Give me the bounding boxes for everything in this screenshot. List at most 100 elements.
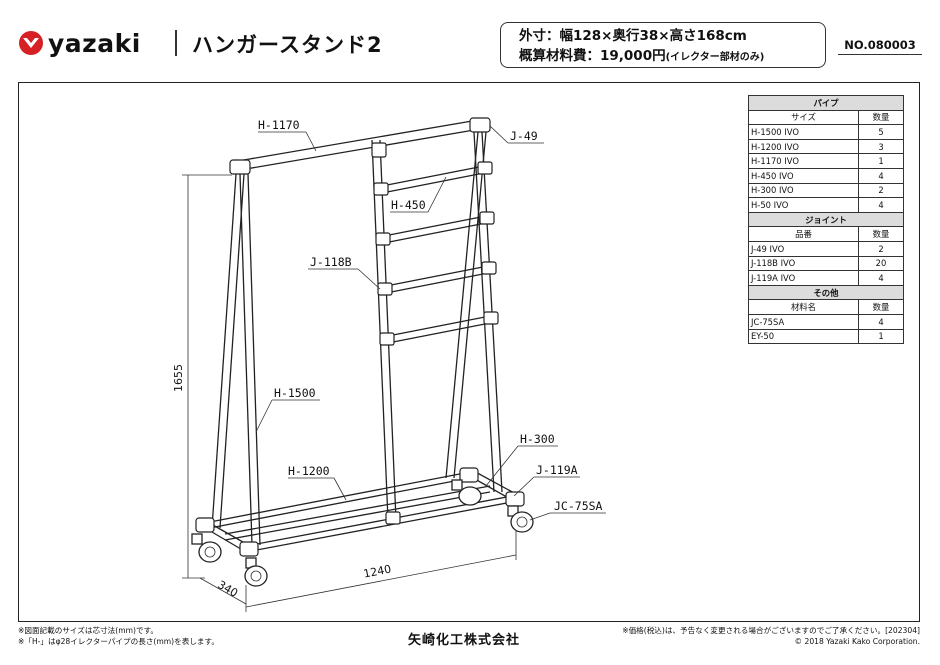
column-name: 材料名 bbox=[748, 299, 859, 315]
part-name: H-1170 IVO bbox=[748, 153, 859, 169]
part-name: H-50 IVO bbox=[748, 197, 859, 213]
leader-j118b bbox=[308, 268, 381, 290]
section-header-joint: ジョイント bbox=[748, 211, 904, 228]
footer-note-pipe: ※「H-」はφ28イレクターパイプの長さ(mm)を表します。 bbox=[18, 636, 219, 646]
part-name: J-118B IVO bbox=[748, 255, 859, 272]
copyright: © 2018 Yazaki Kako Corporation. bbox=[794, 636, 920, 646]
label-j118b: J-118B bbox=[310, 255, 352, 269]
part-qty: 4 bbox=[858, 313, 904, 330]
joint-j49-right bbox=[469, 117, 491, 133]
dimension-height: 1655 bbox=[172, 364, 185, 392]
label-h450: H-450 bbox=[391, 198, 426, 212]
column-name: サイズ bbox=[748, 109, 859, 126]
part-qty: 2 bbox=[858, 240, 904, 257]
base-joints bbox=[195, 467, 525, 557]
part-name: JC-75SA bbox=[748, 313, 859, 330]
part-qty: 20 bbox=[858, 255, 904, 272]
yazaki-logo: yazaki bbox=[18, 28, 141, 58]
top-rail-pipe bbox=[237, 119, 481, 171]
part-name: H-1200 IVO bbox=[748, 138, 859, 155]
right-front-uprights bbox=[371, 139, 397, 521]
depth-dimension bbox=[199, 577, 247, 605]
spec-cost: 概算材料費：19,000円(イレクター部材のみ) bbox=[519, 46, 825, 68]
part-name: J-49 IVO bbox=[748, 240, 859, 257]
section-header-other: その他 bbox=[748, 284, 904, 301]
joint-j49-left bbox=[229, 159, 251, 175]
base-long-rails bbox=[209, 471, 513, 553]
left-frame-legs bbox=[211, 173, 261, 546]
footer-right: ※価格(税込)は、予告なく変更される場合がございますのでご了承ください。[202… bbox=[622, 626, 920, 647]
section-header-pipe: パイプ bbox=[748, 95, 904, 111]
company-name: 矢崎化工株式会社 bbox=[408, 633, 521, 648]
leader-h300 bbox=[485, 445, 558, 487]
part-qty: 4 bbox=[858, 270, 904, 286]
label-j49: J-49 bbox=[510, 129, 538, 143]
label-j119a: J-119A bbox=[536, 463, 578, 477]
column-qty: 数量 bbox=[858, 226, 904, 242]
footer-notes: ※図面記載のサイズは芯寸法(mm)です。 ※「H-」はφ28イレクターパイプの長… bbox=[18, 626, 219, 647]
spec-size: 外寸：幅128×奥行38×高さ168cm bbox=[519, 28, 747, 44]
price-note: ※価格(税込)は、予告なく変更される場合がございますのでご了承ください。[202… bbox=[622, 626, 920, 635]
section-title: その他 bbox=[748, 284, 904, 301]
leader-h1200 bbox=[288, 477, 347, 501]
ladder-rungs bbox=[381, 165, 491, 344]
width-dimension bbox=[245, 530, 517, 612]
leader-j119a bbox=[513, 476, 580, 497]
yazaki-logo-icon bbox=[19, 31, 43, 55]
column-header-row: サイズ 数量 bbox=[748, 109, 904, 126]
part-name: J-119A IVO bbox=[748, 270, 859, 286]
ladder-joints bbox=[371, 142, 499, 346]
part-qty: 1 bbox=[858, 328, 904, 345]
leader-jc75sa bbox=[529, 512, 606, 521]
label-h1500: H-1500 bbox=[274, 386, 316, 400]
part-qty: 1 bbox=[858, 153, 904, 169]
label-jc75sa: JC-75SA bbox=[554, 499, 603, 513]
column-header-row: 材料名 数量 bbox=[748, 299, 904, 315]
dimension-depth: 340 bbox=[215, 578, 240, 600]
height-dimension bbox=[182, 174, 232, 579]
caster-wheels bbox=[191, 479, 534, 587]
part-qty: 2 bbox=[858, 182, 904, 199]
spec-cost-note: (イレクター部材のみ) bbox=[665, 52, 765, 63]
column-name: 品番 bbox=[748, 226, 859, 242]
section-title: ジョイント bbox=[748, 211, 904, 228]
brand-name: yazaki bbox=[48, 28, 141, 58]
spec-cost-label: 概算材料費：19,000円 bbox=[519, 48, 666, 64]
drawing-frame bbox=[18, 82, 920, 622]
part-name: H-450 IVO bbox=[748, 167, 859, 184]
column-qty: 数量 bbox=[858, 299, 904, 315]
part-qty: 3 bbox=[858, 138, 904, 155]
part-name: H-300 IVO bbox=[748, 182, 859, 199]
leader-h1500 bbox=[255, 399, 320, 433]
column-header-row: 品番 数量 bbox=[748, 226, 904, 242]
section-title: パイプ bbox=[748, 95, 904, 111]
leader-h1170 bbox=[258, 131, 317, 152]
part-name: EY-50 bbox=[748, 328, 859, 345]
label-h1170: H-1170 bbox=[258, 118, 300, 132]
part-name: H-1500 IVO bbox=[748, 124, 859, 140]
part-qty: 5 bbox=[858, 124, 904, 140]
document-number: NO.080003 bbox=[838, 38, 922, 55]
footer-note-dimensions: ※図面記載のサイズは芯寸法(mm)です。 bbox=[18, 626, 158, 635]
title-divider bbox=[175, 30, 177, 56]
label-h1200: H-1200 bbox=[288, 464, 330, 478]
column-qty: 数量 bbox=[858, 109, 904, 126]
part-qty: 4 bbox=[858, 167, 904, 184]
leader-j49 bbox=[489, 125, 544, 144]
part-qty: 4 bbox=[858, 197, 904, 213]
page-title: ハンガースタンド2 bbox=[192, 33, 383, 57]
spec-box: 外寸：幅128×奥行38×高さ168cm 概算材料費：19,000円(イレクター… bbox=[500, 22, 826, 68]
